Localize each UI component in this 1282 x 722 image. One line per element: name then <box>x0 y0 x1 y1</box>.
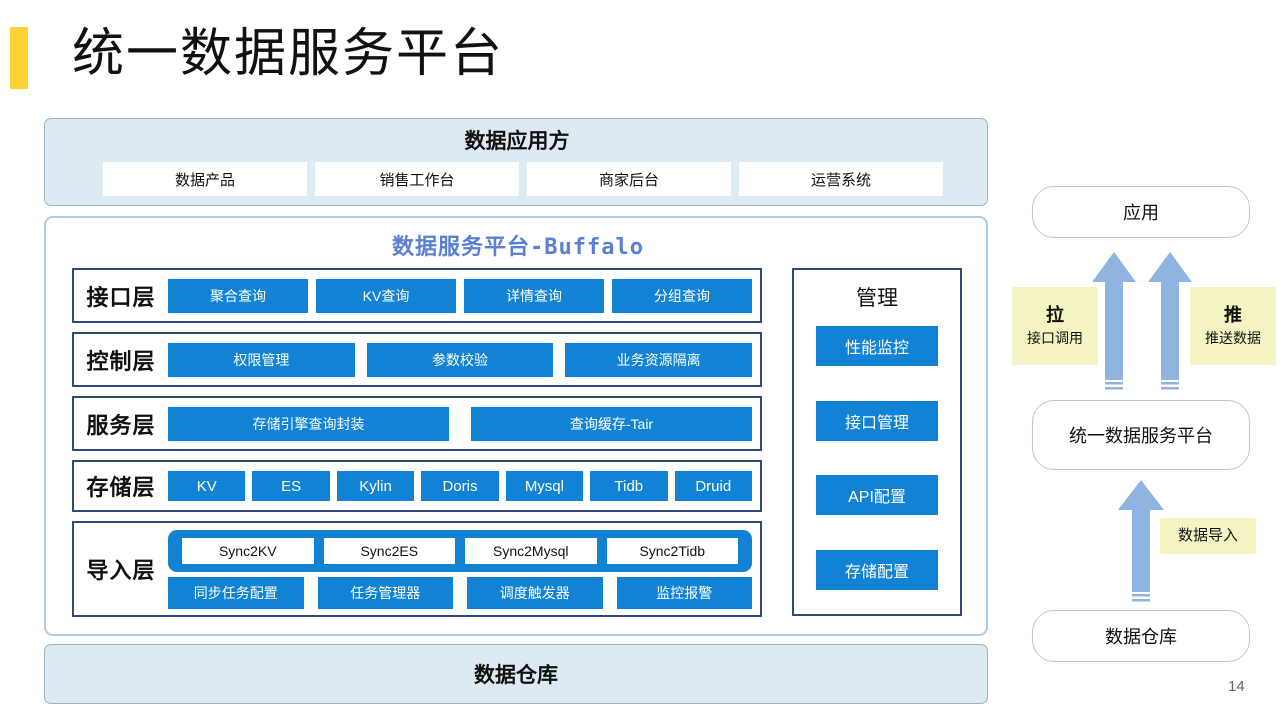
layer-item-chip[interactable]: 分组查询 <box>612 278 752 313</box>
layer-control: 控制层 权限管理 参数校验 业务资源隔离 <box>72 332 762 387</box>
architecture-diagram: 数据应用方 数据产品 销售工作台 商家后台 运营系统 数据服务平台-Buffal… <box>44 118 988 704</box>
management-title: 管理 <box>856 287 898 310</box>
pull-arrow-icon <box>1092 252 1136 390</box>
layer-service-label: 服务层 <box>86 412 156 438</box>
management-items: 性能监控 接口管理 API配置 存储配置 <box>794 322 960 608</box>
consumer-item[interactable]: 运营系统 <box>739 162 943 196</box>
task-tool-chip[interactable]: 任务管理器 <box>317 576 453 609</box>
flow-node-platform: 统一数据服务平台 <box>1032 400 1250 470</box>
pull-label-sub: 接口调用 <box>1027 330 1083 346</box>
task-tool-chip[interactable]: 同步任务配置 <box>168 576 304 609</box>
buffalo-panel-title: 数据服务平台-Buffalo <box>392 235 644 260</box>
flow-node-application: 应用 <box>1032 186 1250 238</box>
layer-storage-label: 存储层 <box>86 475 156 500</box>
layer-service-items: 存储引擎查询封装 查询缓存-Tair <box>168 398 760 449</box>
sync-job-box[interactable]: Sync2KV <box>182 537 314 564</box>
task-tools-row: 同步任务配置 任务管理器 调度触发器 监控报警 <box>168 576 752 609</box>
management-item-chip[interactable]: API配置 <box>816 475 938 516</box>
layer-import-items: Sync2KV Sync2ES Sync2Mysql Sync2Tidb 同步任… <box>168 523 760 615</box>
layer-item-chip[interactable]: Druid <box>674 471 752 501</box>
task-tool-chip[interactable]: 监控报警 <box>616 576 752 609</box>
layer-interface: 接口层 聚合查询 KV查询 详情查询 分组查询 <box>72 268 762 323</box>
consumer-item[interactable]: 销售工作台 <box>315 162 519 196</box>
management-panel: 管理 性能监控 接口管理 API配置 存储配置 <box>792 268 962 616</box>
layer-item-chip[interactable]: KV <box>168 471 246 501</box>
data-consumers-title: 数据应用方 <box>464 130 570 153</box>
data-warehouse-label: 数据仓库 <box>474 664 558 687</box>
title-accent-bar <box>10 27 28 89</box>
task-tool-chip[interactable]: 调度触发器 <box>467 576 603 609</box>
layer-item-chip[interactable]: 权限管理 <box>168 342 355 377</box>
flow-node-warehouse: 数据仓库 <box>1032 610 1250 662</box>
push-label-main: 推 <box>1224 305 1242 325</box>
data-consumers-band: 数据应用方 数据产品 销售工作台 商家后台 运营系统 <box>44 118 988 206</box>
consumer-item[interactable]: 数据产品 <box>103 162 307 196</box>
data-warehouse-band: 数据仓库 <box>44 644 988 704</box>
layer-interface-label: 接口层 <box>86 284 156 310</box>
layer-item-chip[interactable]: 详情查询 <box>464 278 604 313</box>
layer-control-label: 控制层 <box>86 348 156 374</box>
layer-item-chip[interactable]: KV查询 <box>316 278 456 313</box>
import-label-box: 数据导入 <box>1160 518 1256 554</box>
data-consumers-list: 数据产品 销售工作台 商家后台 运营系统 <box>103 162 943 196</box>
push-label-box: 推 推送数据 <box>1190 287 1276 365</box>
layer-item-chip[interactable]: Mysql <box>505 471 584 501</box>
layer-control-items: 权限管理 参数校验 业务资源隔离 <box>168 334 760 385</box>
layer-import: 导入层 Sync2KV Sync2ES Sync2Mysql Sync2Tidb… <box>72 521 762 617</box>
push-arrow-icon <box>1148 252 1192 390</box>
layer-item-chip[interactable]: 参数校验 <box>366 342 554 377</box>
layer-service: 服务层 存储引擎查询封装 查询缓存-Tair <box>72 396 762 451</box>
data-flow-diagram: 应用 拉 接口调用 推 推送数据 统一数据服务平台 数据导入 数据仓库 <box>1000 160 1282 680</box>
management-item-chip[interactable]: 接口管理 <box>816 400 938 441</box>
layer-storage-items: KV ES Kylin Doris Mysql Tidb Druid <box>168 462 760 510</box>
slide-header: 统一数据服务平台 <box>0 0 1282 112</box>
layer-item-chip[interactable]: 聚合查询 <box>168 278 308 313</box>
import-arrow-icon <box>1118 480 1164 602</box>
layer-item-chip[interactable]: 查询缓存-Tair <box>471 406 752 441</box>
layer-item-chip[interactable]: Tidb <box>590 471 668 501</box>
sync-jobs-band: Sync2KV Sync2ES Sync2Mysql Sync2Tidb <box>168 529 752 572</box>
layer-item-chip[interactable]: Doris <box>421 471 499 501</box>
push-label-sub: 推送数据 <box>1205 330 1261 346</box>
layer-item-chip[interactable]: Kylin <box>336 471 415 501</box>
sync-job-box[interactable]: Sync2ES <box>323 537 455 564</box>
layer-interface-items: 聚合查询 KV查询 详情查询 分组查询 <box>168 270 760 321</box>
layer-item-chip[interactable]: 业务资源隔离 <box>565 342 753 377</box>
import-label-sub: 数据导入 <box>1177 527 1238 544</box>
layer-item-chip[interactable]: ES <box>252 471 330 501</box>
management-item-chip[interactable]: 性能监控 <box>816 326 938 366</box>
layer-import-label: 导入层 <box>86 558 156 583</box>
page-number: 14 <box>1228 678 1245 695</box>
pull-label-box: 拉 接口调用 <box>1012 287 1098 365</box>
layer-item-chip[interactable]: 存储引擎查询封装 <box>168 406 449 441</box>
buffalo-platform-panel: 数据服务平台-Buffalo 接口层 聚合查询 KV查询 详情查询 分组查询 控… <box>44 216 988 636</box>
sync-job-box[interactable]: Sync2Tidb <box>606 537 738 564</box>
consumer-item[interactable]: 商家后台 <box>527 162 731 196</box>
layer-storage: 存储层 KV ES Kylin Doris Mysql Tidb Druid <box>72 460 762 512</box>
page-title: 统一数据服务平台 <box>72 25 505 83</box>
pull-label-main: 拉 <box>1046 305 1064 325</box>
platform-layer-stack: 接口层 聚合查询 KV查询 详情查询 分组查询 控制层 权限管理 参数校验 业务… <box>72 268 762 626</box>
sync-job-box[interactable]: Sync2Mysql <box>465 537 597 564</box>
management-item-chip[interactable]: 存储配置 <box>816 549 938 590</box>
